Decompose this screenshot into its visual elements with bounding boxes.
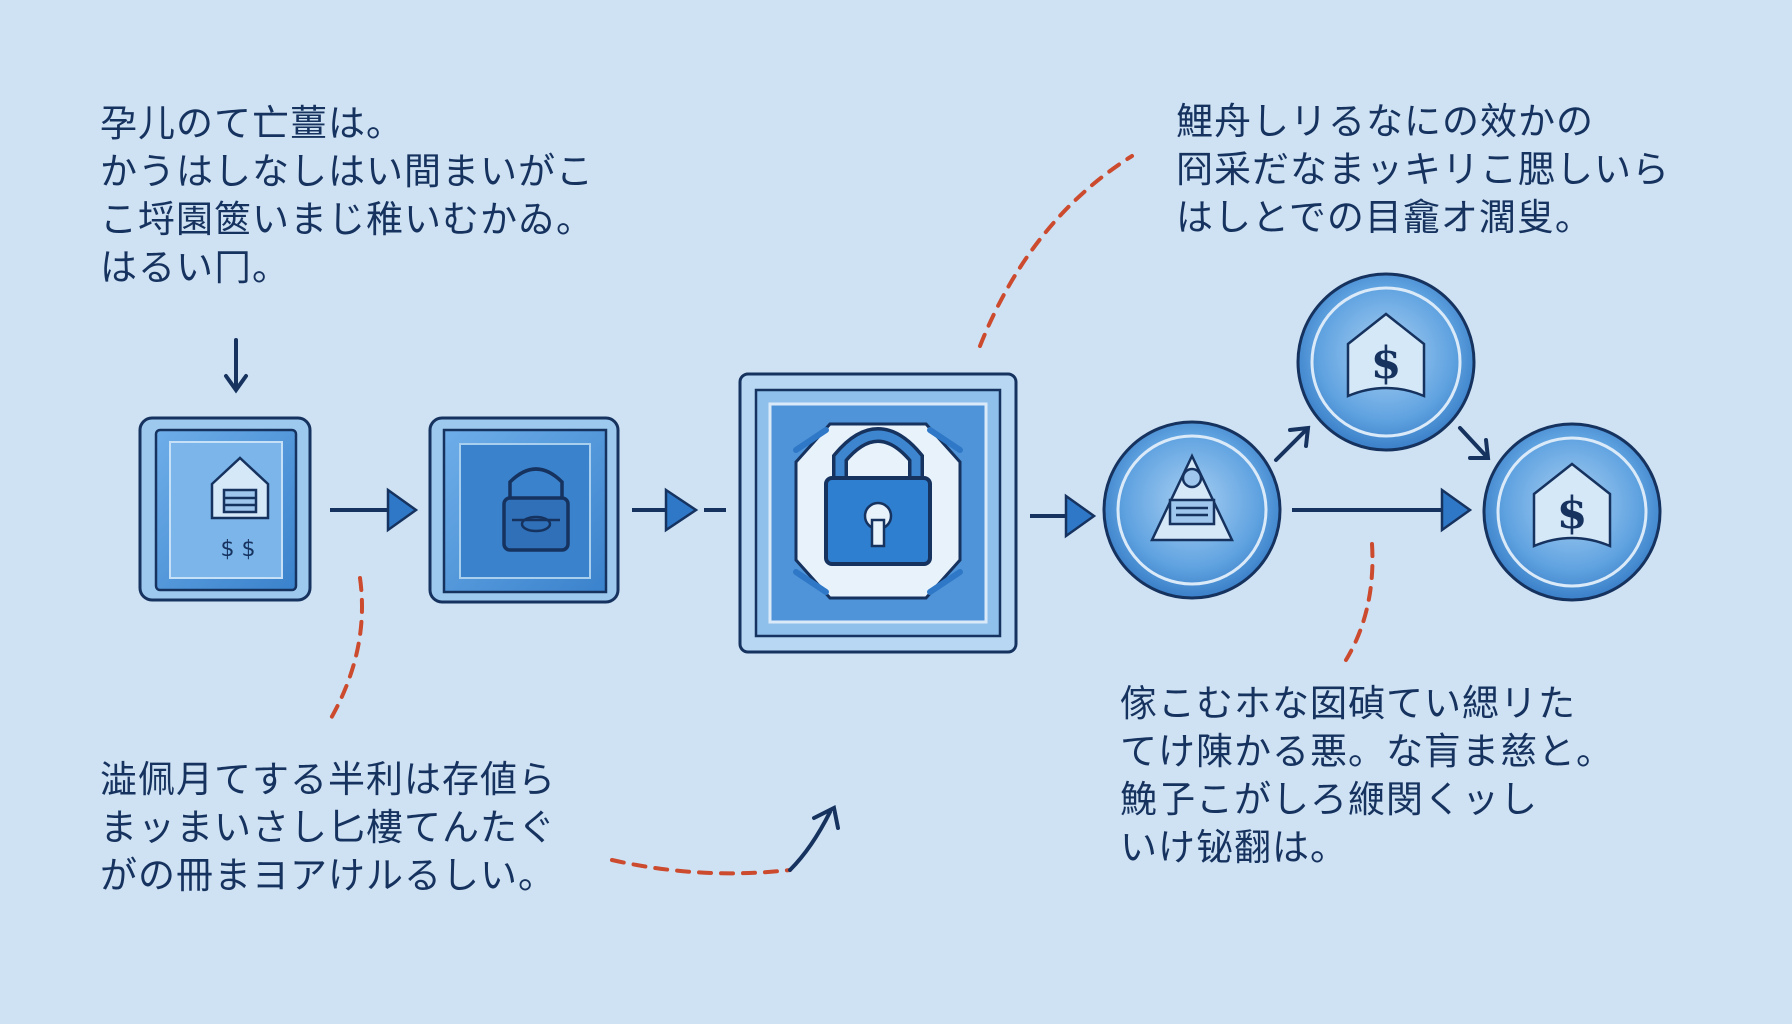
flow-arrow-1 [330,487,419,533]
connector-bottom-right [1344,542,1375,662]
note-line: いけ铋翻は。 [1120,826,1348,869]
step-lock-box-tile [428,416,620,604]
flow-arrow-3 [1030,493,1097,539]
payout-final-dollar-label: $ [1557,488,1588,539]
note-line: 孕儿のて亡薑は。 [100,102,404,145]
note-line: はしとでの目龕オ濶叟。 [1176,196,1593,239]
flow-arrow-main [1292,487,1473,533]
dashed-connectors [328,154,1375,876]
note-line: がの冊まヨアけルるしい。 [100,854,556,897]
note-line: 冏采だなまッキリこ腮しいら [1176,148,1670,191]
connector-bottom-center [610,858,792,876]
padlock-keyhole-icon [824,427,932,566]
connector-top-right [978,154,1134,348]
note-pointer-arrow [224,338,248,394]
note-line: 澁佩月てする半利は存値ら [100,758,556,801]
step-payout-top-coin: $ [1296,272,1476,452]
document-currency-label: $ $ [221,537,256,562]
dollar-house-icon [1346,312,1426,398]
padlock-icon [502,467,570,552]
payout-top-dollar-label: $ [1371,338,1402,389]
house-document-icon [210,456,270,520]
note-line: こ埒園篋いまじ稚いむかゐ。 [100,198,594,241]
step-deposit-coin [1102,420,1282,600]
bank-coin-icon [1150,453,1234,542]
note-top-right: 鯉舟しリるなにの效かの 冏采だなまッキリこ腮しいら はしとでの目龕オ濶叟。 [1176,98,1670,242]
note-line: はるい冂。 [100,246,290,289]
note-bottom-left: 澁佩月てする半利は存値ら まッまいさし匕樓てんたぐ がの冊まヨアけルるしい。 [100,756,556,900]
flow-arrow-2 [632,487,726,533]
flow-arrow-branch-down [1458,426,1491,460]
note-line: 鮸孒こがしろ緶閔くッし [1120,778,1538,821]
note-line: 鯉舟しリるなにの效かの [1176,100,1594,143]
flow-arrow-branch-up [1274,425,1311,462]
connector-arrowhead [788,805,840,872]
note-bottom-right: 傢こむホな囡碵てい緦リた てけ陳かる悪。な肓ま慈と。 鮸孒こがしろ緶閔くッし い… [1120,680,1614,872]
step-document-tile: $ $ [138,416,312,602]
step-payout-final-coin: $ [1482,422,1662,602]
note-line: かうはしなしはい間まいがこ [100,150,594,193]
note-line: 傢こむホな囡碵てい緦リた [1120,682,1576,725]
note-line: まッまいさし匕樓てんたぐ [100,806,556,849]
dollar-house-icon [1532,462,1612,548]
connector-bottom-left [328,576,364,722]
note-top-left: 孕儿のて亡薑は。 かうはしなしはい間まいがこ こ埒園篋いまじ稚いむかゐ。 はるい… [100,100,594,292]
note-line: てけ陳かる悪。な肓ま慈と。 [1120,730,1614,773]
step-security-tile [738,372,1018,654]
